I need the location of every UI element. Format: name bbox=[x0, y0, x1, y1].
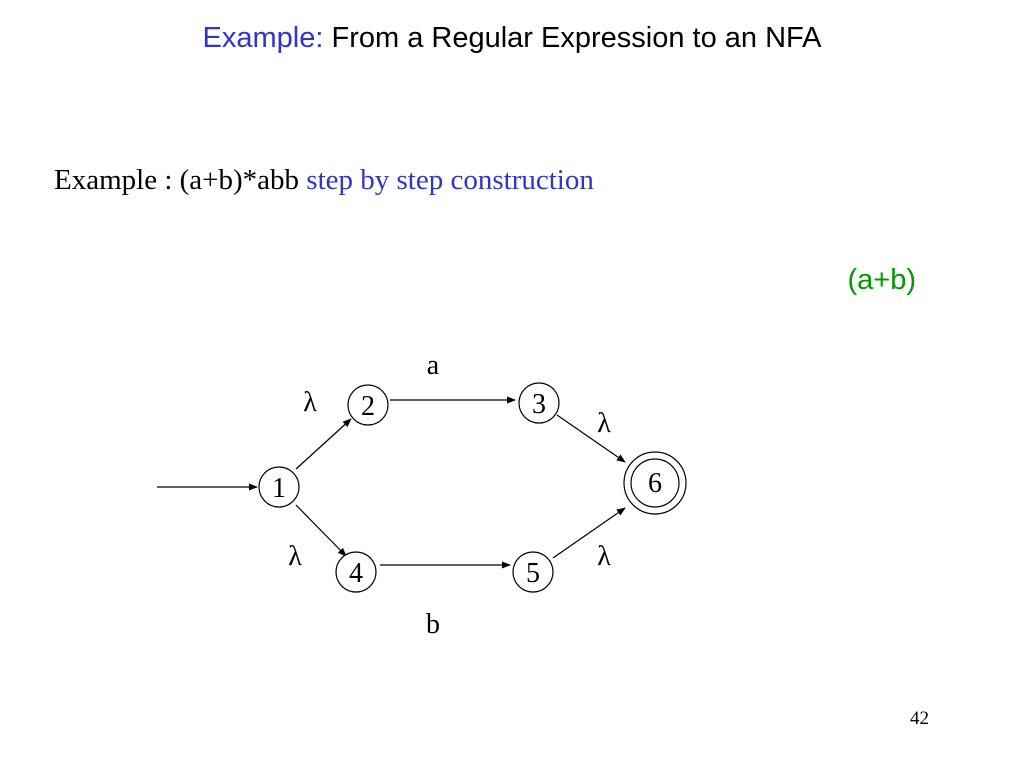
state-1-label: 1 bbox=[272, 473, 286, 504]
slide-title-prefix: Example: bbox=[202, 22, 324, 54]
example-line: Example : (a+b)*abb step by step constru… bbox=[54, 164, 594, 197]
page-number: 42 bbox=[910, 708, 929, 729]
state-5-circle bbox=[512, 551, 554, 593]
state-6: 6 bbox=[623, 451, 687, 515]
state-6-inner-circle bbox=[630, 458, 680, 508]
state-3-circle bbox=[518, 382, 560, 424]
state-6-label: 6 bbox=[648, 468, 662, 499]
edge-label-3-6: λ bbox=[597, 408, 611, 439]
edge-5-6 bbox=[552, 507, 626, 559]
slide-title-main: From a Regular Expression to an NFA bbox=[323, 22, 822, 54]
state-3-label: 3 bbox=[532, 389, 546, 420]
state-2-circle bbox=[347, 384, 389, 426]
edge-label-2-3: a bbox=[427, 350, 440, 381]
state-3: 3 bbox=[518, 382, 560, 424]
state-1: 1 bbox=[258, 466, 300, 508]
slide-title: Example: From a Regular Expression to an… bbox=[0, 22, 1024, 55]
subexpression-label: (a+b) bbox=[847, 264, 916, 296]
state-4-circle bbox=[335, 551, 377, 593]
state-4: 4 bbox=[335, 551, 377, 593]
edge-label-1-4: λ bbox=[288, 541, 302, 572]
example-accent: step by step construction bbox=[306, 164, 594, 196]
state-4-label: 4 bbox=[349, 558, 363, 589]
edge-label-5-6: λ bbox=[597, 541, 611, 572]
edge-1-4 bbox=[295, 504, 347, 557]
state-1-circle bbox=[258, 466, 300, 508]
example-text: Example : (a+b)*abb bbox=[54, 164, 307, 196]
state-5: 5 bbox=[512, 551, 554, 593]
edge-1-2 bbox=[295, 418, 352, 470]
state-2: 2 bbox=[347, 384, 389, 426]
edge-3-6 bbox=[556, 414, 626, 463]
state-2-label: 2 bbox=[361, 391, 375, 422]
edge-label-1-2: λ bbox=[303, 387, 317, 418]
state-5-label: 5 bbox=[526, 558, 540, 589]
edge-label-4-5: b bbox=[426, 609, 440, 640]
